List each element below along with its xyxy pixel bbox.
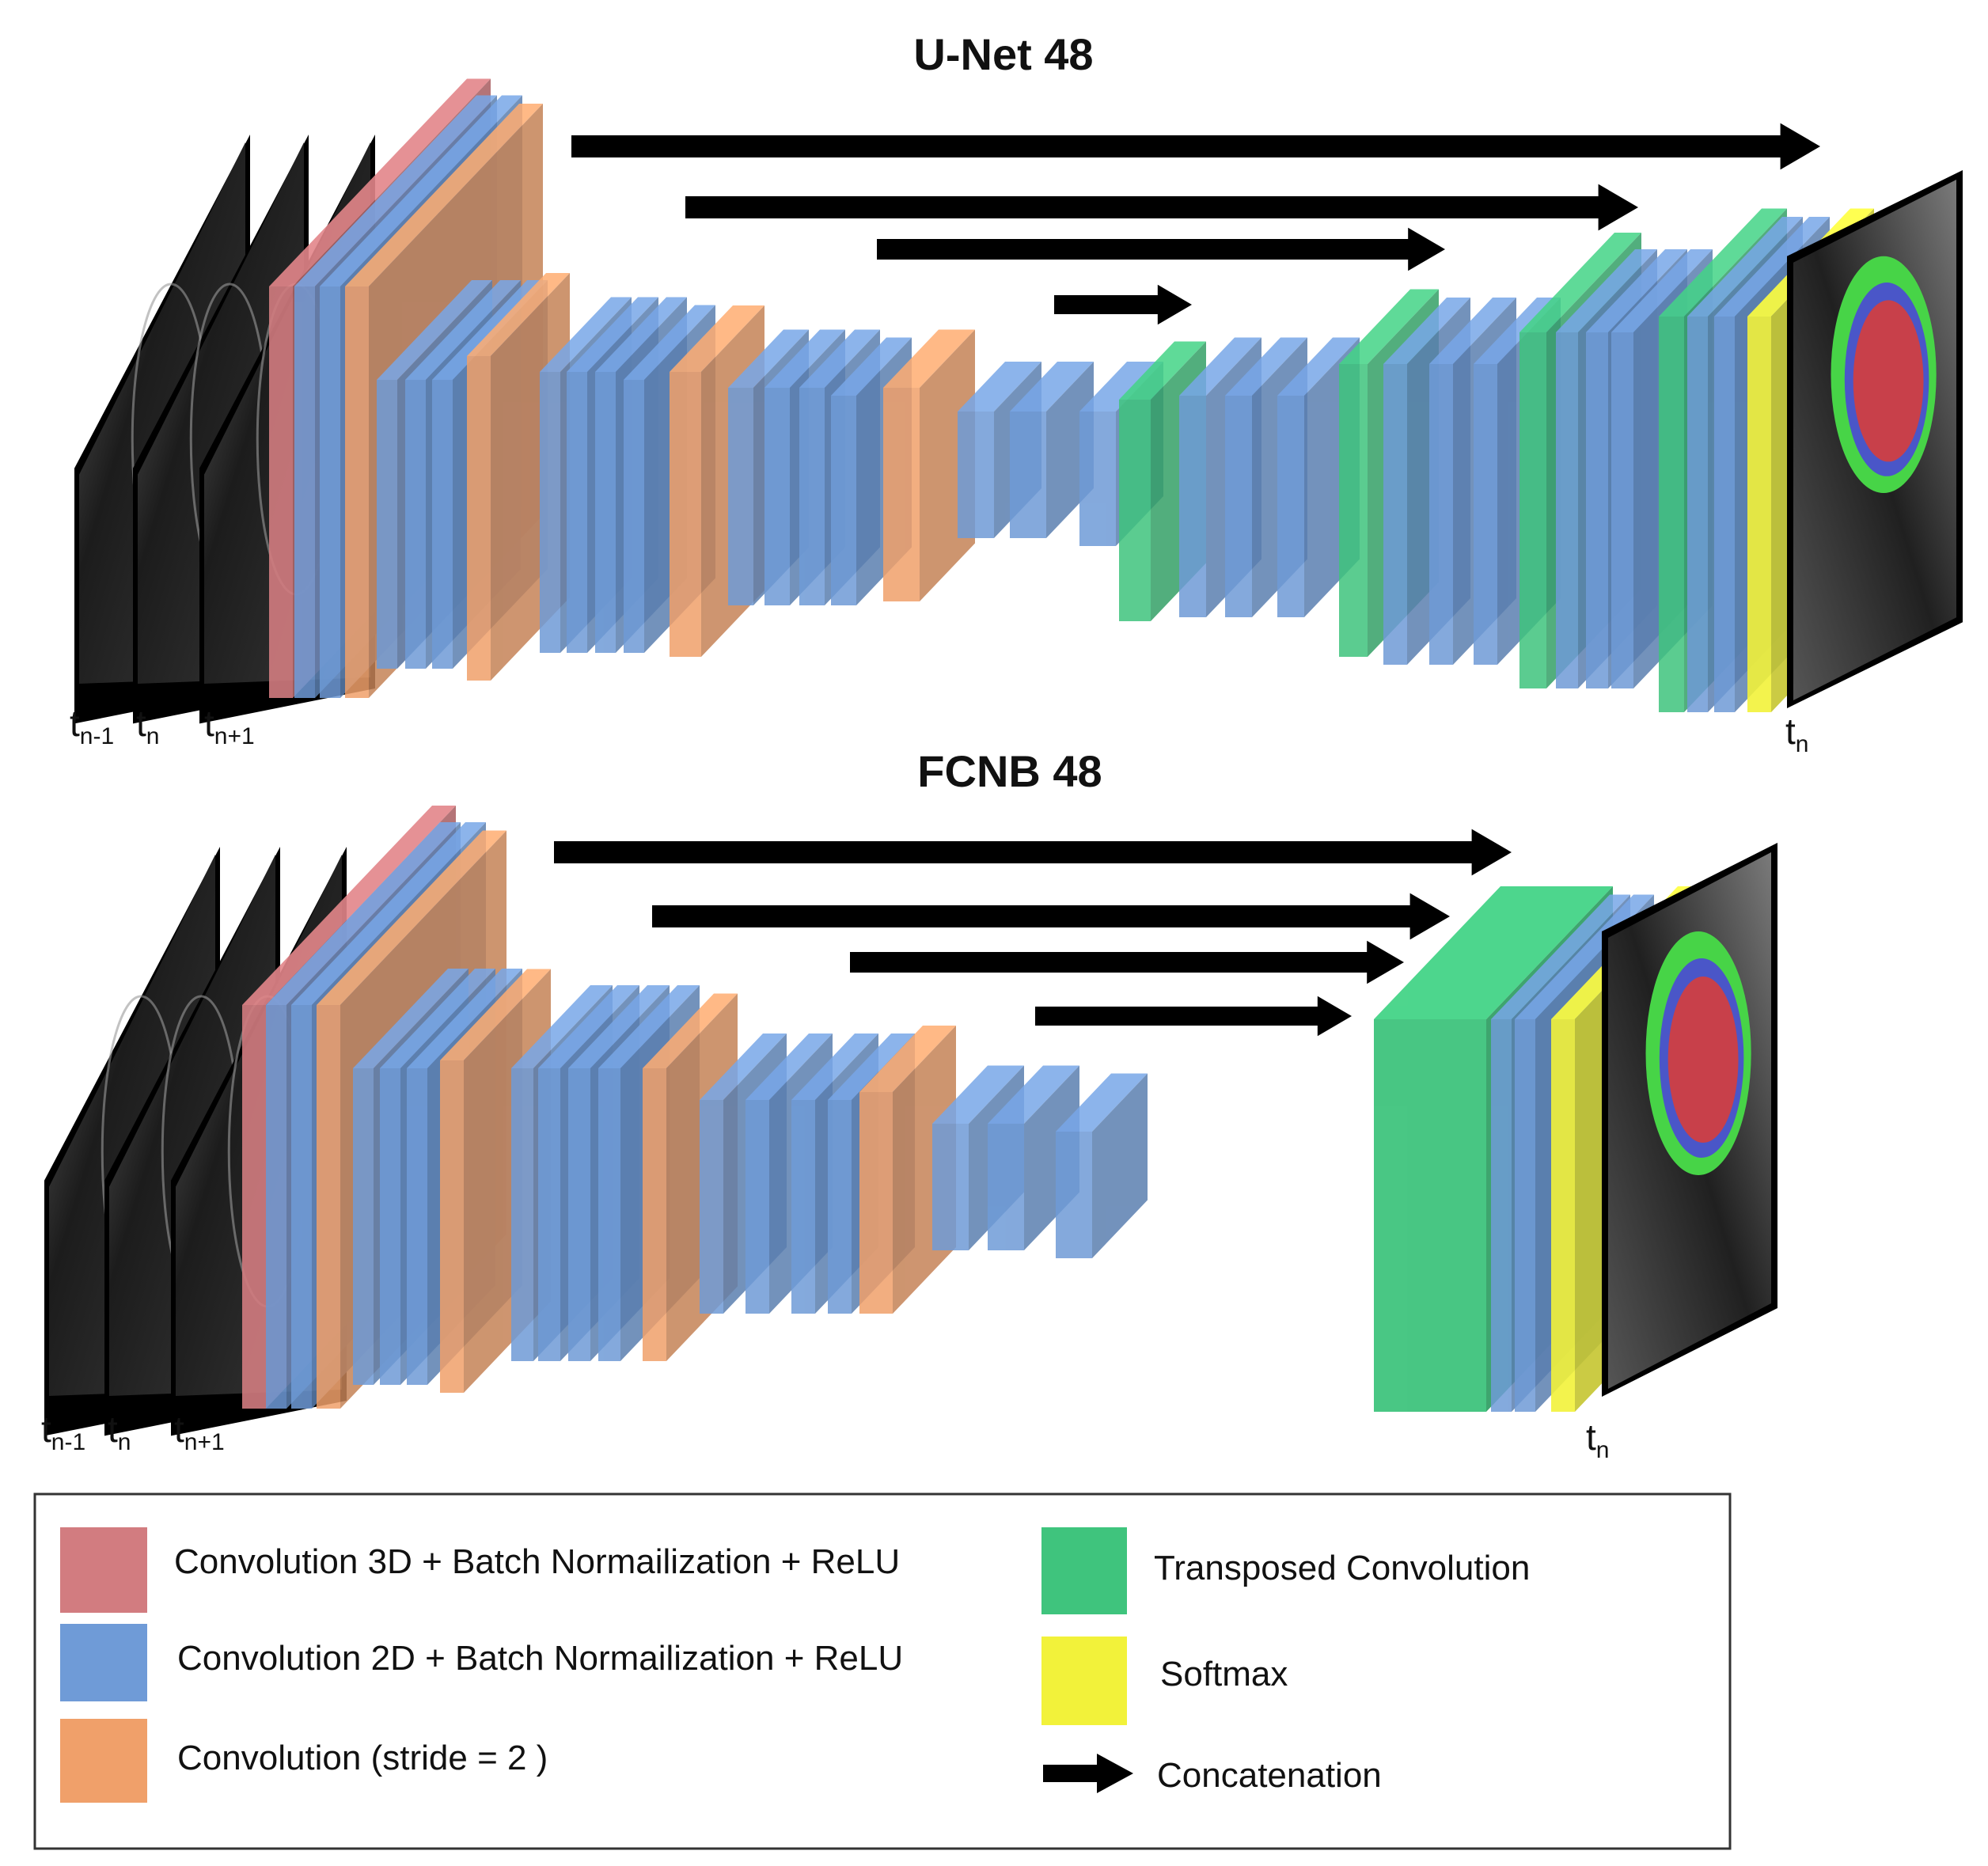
legend-swatch-convstride — [60, 1719, 147, 1803]
legend-label-concat: Concatenation — [1157, 1756, 1382, 1795]
fcnb-layer-stack — [44, 806, 1777, 1436]
legend: Convolution 3D + Batch Normailization + … — [33, 1492, 1732, 1850]
legend-label-transposed: Transposed Convolution — [1154, 1549, 1530, 1587]
unet-skip-arrow-1 — [571, 123, 1820, 170]
legend-swatch-transposed — [1041, 1527, 1127, 1614]
unet-enc4-stride-layer — [883, 329, 975, 601]
legend-label-conv3d: Convolution 3D + Batch Normailization + … — [174, 1542, 900, 1581]
fcnb-skip-arrow-2 — [652, 893, 1450, 940]
fcnb-title: FCNB 48 — [917, 746, 1102, 796]
legend-swatch-softmax — [1041, 1637, 1127, 1725]
unet-skip-arrow-2 — [685, 184, 1638, 231]
legend-swatch-conv2d — [60, 1624, 147, 1701]
fcnb-skip-arrow-3 — [850, 940, 1404, 984]
fcnb-input-label-prev: tn-1 — [41, 1409, 85, 1455]
unet-output-segmentation — [1787, 170, 1963, 708]
fcnb-output-segmentation — [1602, 843, 1777, 1397]
fcnb-output-label: tn — [1586, 1417, 1609, 1463]
unet-skip-arrow-4 — [1054, 284, 1192, 325]
unet-title: U-Net 48 — [913, 29, 1093, 79]
legend-label-convstride: Convolution (stride = 2 ) — [177, 1739, 548, 1777]
fcnb-skip-arrow-4 — [1035, 996, 1352, 1037]
legend-label-softmax: Softmax — [1160, 1655, 1288, 1693]
fcnb-bottleneck-conv2d-layer — [1056, 1073, 1148, 1258]
unet-skip-arrow-3 — [877, 227, 1445, 271]
unet-input-label-prev: tn-1 — [70, 703, 114, 749]
concatenation-arrows — [571, 123, 1820, 325]
legend-frame — [33, 1492, 1732, 1850]
unet-output-label: tn — [1785, 711, 1808, 757]
fcnb-skip-arrow-1 — [554, 829, 1512, 876]
unet-layer-stack — [74, 78, 1963, 724]
unet-input-label-current: tn — [136, 703, 159, 749]
legend-swatch-conv3d — [60, 1527, 147, 1613]
fcnb-input-label-next: tn+1 — [174, 1409, 225, 1455]
unet-input-label-next: tn+1 — [204, 703, 255, 749]
legend-arrow-icon — [1043, 1754, 1133, 1793]
legend-label-conv2d: Convolution 2D + Batch Normailization + … — [177, 1639, 903, 1678]
fcnb-input-label-current: tn — [108, 1409, 131, 1455]
